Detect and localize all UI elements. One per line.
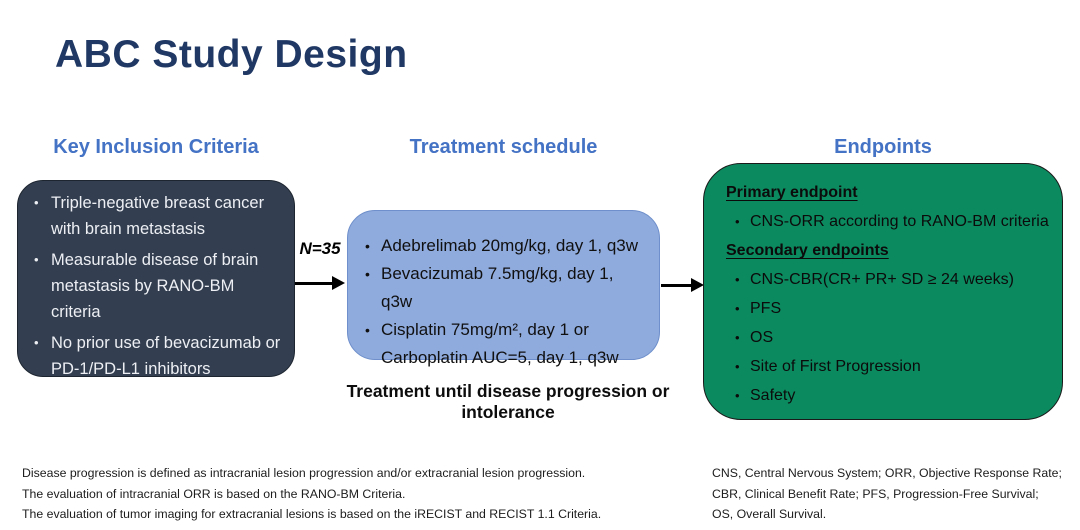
treatment-duration-note: Treatment until disease progression or i…	[346, 381, 670, 422]
footnote-line: OS, Overall Survival.	[712, 507, 827, 521]
list-item: Bevacizumab 7.5mg/kg, day 1, q3w	[365, 260, 647, 316]
footnote-line: The evaluation of intracranial ORR is ba…	[22, 486, 406, 501]
arrow-shaft	[295, 281, 332, 285]
secondary-endpoints-heading: Secondary endpoints	[726, 242, 889, 259]
footnote-line: CBR, Clinical Benefit Rate; PFS, Progres…	[712, 486, 1039, 501]
inclusion-criteria-list: Triple-negative breast cancer with brain…	[34, 190, 284, 382]
endpoints-column-header: Endpoints	[834, 136, 932, 158]
secondary-endpoints-list: CNS-CBR(CR+ PR+ SD ≥ 24 weeks)PFSOSSite …	[726, 265, 1052, 410]
arrow-head-icon	[332, 276, 345, 290]
treatment-list: Adebrelimab 20mg/kg, day 1, q3wBevacizum…	[365, 232, 647, 372]
list-item: Safety	[726, 381, 1052, 410]
list-item: Cisplatin 75mg/m², day 1 or Carboplatin …	[365, 316, 647, 372]
list-item: CNS-CBR(CR+ PR+ SD ≥ 24 weeks)	[726, 265, 1052, 294]
arrow-inclusion-to-treatment	[295, 276, 345, 290]
footnote-line: CNS, Central Nervous System; ORR, Object…	[712, 466, 1062, 480]
inclusion-criteria-box: Triple-negative breast cancer with brain…	[17, 180, 295, 378]
endpoints-box: Primary endpoint CNS-ORR according to RA…	[703, 163, 1063, 420]
list-item: Triple-negative breast cancer with brain…	[34, 190, 284, 242]
list-item: Site of First Progression	[726, 352, 1052, 381]
footnote-line: The evaluation of tumor imaging for extr…	[22, 507, 602, 521]
primary-endpoint-list: CNS-ORR according to RANO-BM criteria	[726, 207, 1052, 236]
list-item: No prior use of bevacizumab or PD-1/PD-L…	[34, 330, 284, 382]
arrow-head-icon	[691, 278, 704, 292]
page-title: ABC Study Design	[55, 33, 408, 76]
primary-endpoint-heading: Primary endpoint	[726, 184, 858, 201]
list-item: Adebrelimab 20mg/kg, day 1, q3w	[365, 232, 647, 260]
inclusion-column-header: Key Inclusion Criteria	[53, 136, 259, 158]
arrow-shaft	[661, 283, 691, 287]
footnotes-right: CNS, Central Nervous System; ORR, Object…	[712, 463, 1072, 525]
list-item: OS	[726, 323, 1052, 352]
footnotes-left: Disease progression is defined as intrac…	[22, 463, 642, 525]
arrow-treatment-to-endpoints	[661, 278, 704, 292]
list-item: Measurable disease of brain metastasis b…	[34, 247, 284, 325]
list-item: CNS-ORR according to RANO-BM criteria	[726, 207, 1052, 236]
sample-size-label: N=35	[299, 239, 341, 258]
treatment-schedule-box: Adebrelimab 20mg/kg, day 1, q3wBevacizum…	[347, 210, 660, 367]
list-item: PFS	[726, 294, 1052, 323]
footnote-line: Disease progression is defined as intrac…	[22, 466, 586, 480]
treatment-column-header: Treatment schedule	[409, 136, 598, 158]
